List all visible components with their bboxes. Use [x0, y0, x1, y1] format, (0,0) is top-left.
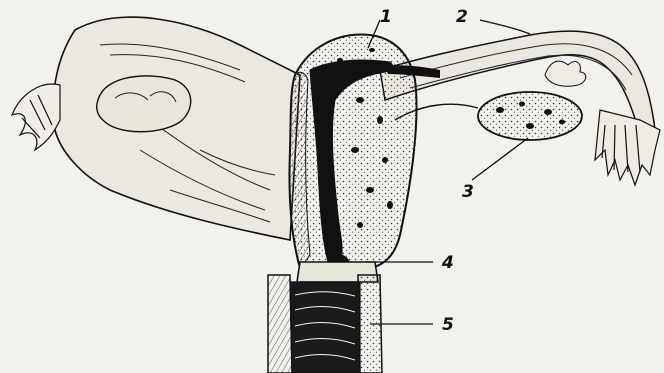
- vaginal-rugae: [290, 282, 360, 373]
- left-ovary: [97, 76, 191, 132]
- right-ovary: [478, 92, 582, 140]
- vaginal-canal: [268, 275, 292, 373]
- label-4: 4: [441, 253, 454, 273]
- label-3: 3: [462, 182, 474, 202]
- label-5: 5: [442, 315, 454, 335]
- label-2: 2: [456, 7, 468, 27]
- label-1: 1: [380, 7, 392, 27]
- upper-right-fimbriae: [545, 61, 586, 86]
